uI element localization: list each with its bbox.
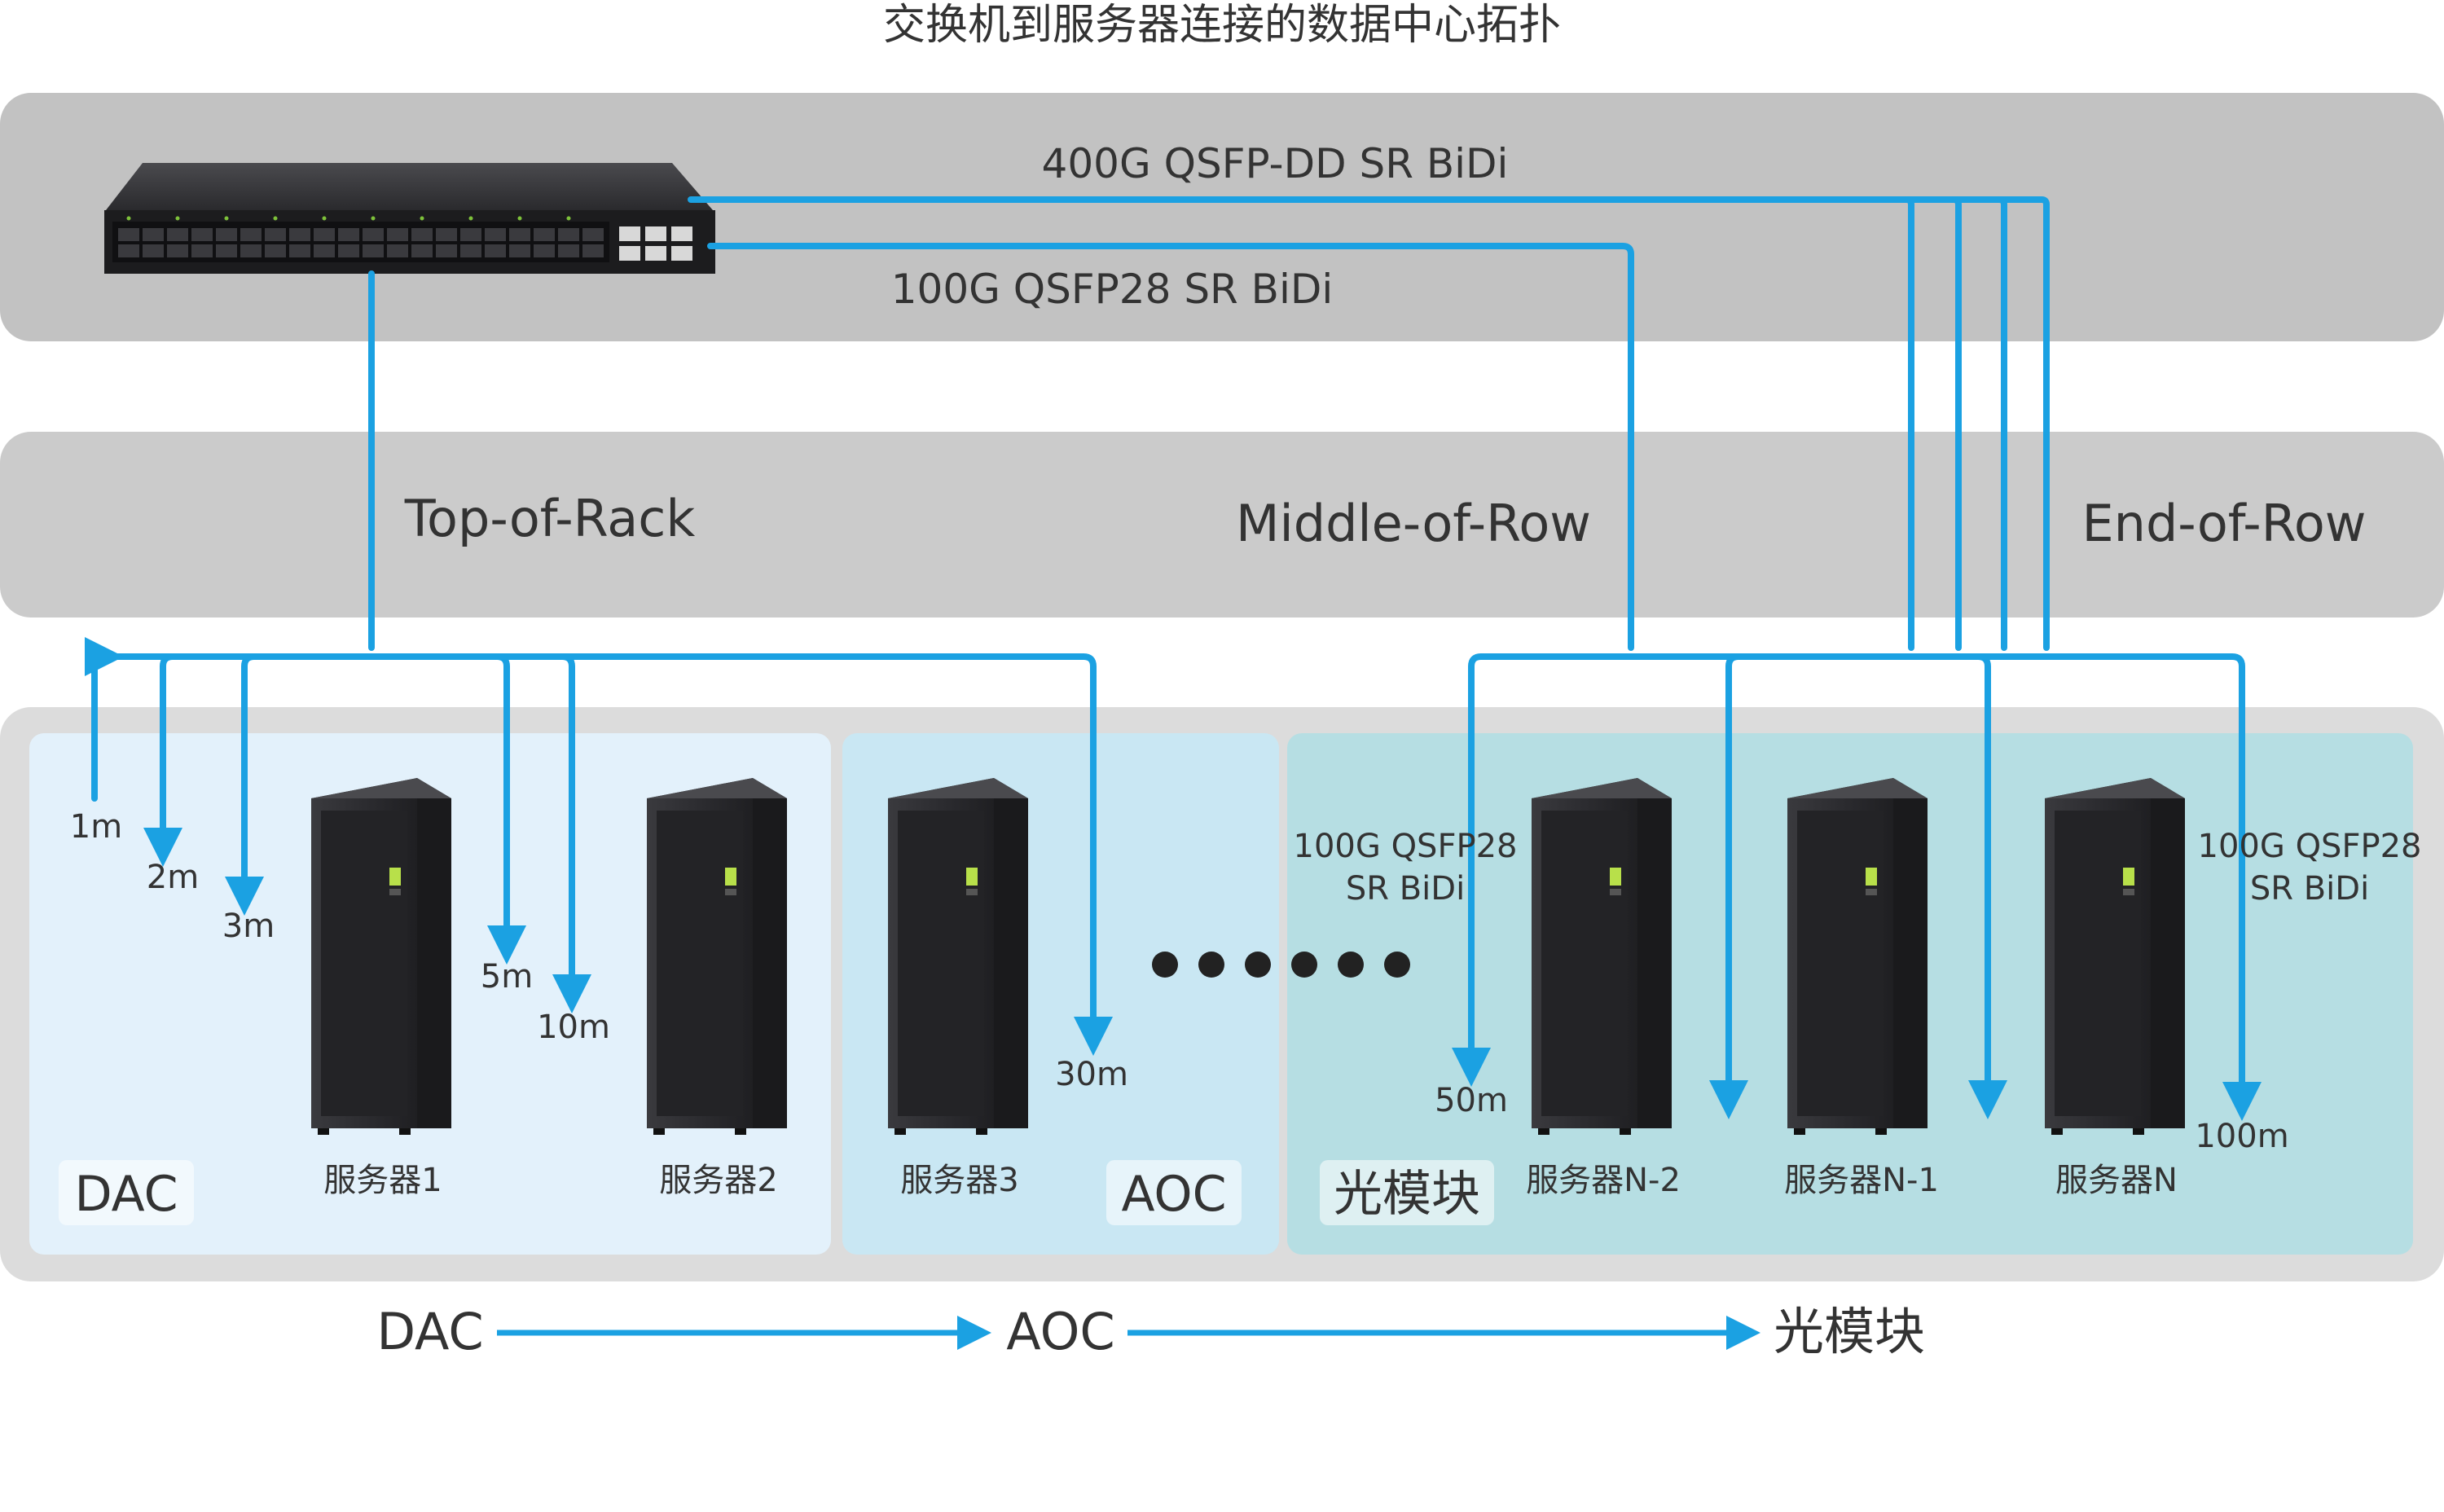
server-label-2: 服务器2 — [659, 1162, 777, 1199]
uplink-400g-label: 400G QSFP-DD SR BiDi — [1042, 140, 1509, 187]
server-rack-icon — [2045, 778, 2185, 1135]
transceiver-note-left-line1: 100G QSFP28 — [1294, 828, 1518, 865]
distance-100m: 100m — [2195, 1118, 2288, 1155]
flow-step-optical: 光模块 — [1774, 1302, 1925, 1361]
link-10m — [552, 653, 591, 1013]
link-400g-trunk — [688, 196, 2050, 651]
transceiver-note-right-line2: SR BiDi — [2250, 870, 2369, 908]
zone-tag-aoc: AOC — [1121, 1166, 1226, 1223]
zone-tag-aoc-bg — [1106, 1160, 1242, 1225]
core-layer-band — [0, 93, 2444, 341]
flow-step-dac: DAC — [376, 1302, 483, 1361]
server-rack-icon — [888, 778, 1028, 1135]
server-label-n-1: 服务器N-1 — [1784, 1162, 1939, 1199]
aggregation-layer-band — [0, 432, 2444, 618]
link-server-n1 — [1968, 653, 2007, 1119]
server-label-n: 服务器N — [2055, 1162, 2178, 1199]
zone-tag-optical: 光模块 — [1334, 1166, 1480, 1223]
link-1m — [84, 637, 124, 802]
link-3m — [225, 653, 264, 916]
zone-tag-dac-bg — [59, 1160, 194, 1225]
fiber-links — [84, 196, 2262, 1121]
layer-label-top-of-rack: Top-of-Rack — [404, 489, 696, 548]
distance-2m: 2m — [147, 859, 199, 896]
link-30m — [101, 653, 1113, 1056]
layer-label-end-of-row: End-of-Row — [2081, 494, 2366, 553]
server-rack-icon — [647, 778, 787, 1135]
transceiver-note-left-line2: SR BiDi — [1346, 870, 1465, 908]
transceiver-note-right-line1: 100G QSFP28 — [2198, 828, 2422, 865]
distance-5m: 5m — [481, 958, 533, 996]
link-50m — [1452, 653, 1491, 1087]
zone-tag-dac: DAC — [74, 1166, 178, 1223]
link-400g-drop-1 — [1903, 196, 1914, 651]
server-rack-icon — [1532, 778, 1672, 1135]
uplink-100g-label: 100G QSFP28 SR BiDi — [891, 266, 1334, 313]
distance-10m: 10m — [537, 1009, 610, 1046]
link-400g-drop-2 — [1950, 196, 1962, 651]
flow-step-aoc: AOC — [1006, 1302, 1114, 1361]
layer-label-middle-of-row: Middle-of-Row — [1236, 494, 1591, 553]
link-2m — [143, 653, 182, 867]
link-100g-uplink — [707, 243, 1634, 651]
distance-1m: 1m — [70, 808, 122, 846]
distance-50m: 50m — [1435, 1082, 1508, 1119]
page-title: 交换机到服务器连接的数据中心拓扑 — [883, 1, 1561, 50]
link-server-n2 — [1709, 653, 1748, 1119]
server-rack-icon — [1787, 778, 1928, 1135]
zone-tag-optical-bg — [1320, 1160, 1494, 1225]
server-label-3: 服务器3 — [900, 1162, 1018, 1199]
distance-30m: 30m — [1055, 1056, 1128, 1093]
server-label-n-2: 服务器N-2 — [1526, 1162, 1681, 1199]
server-label-1: 服务器1 — [323, 1162, 442, 1199]
distance-3m: 3m — [222, 908, 275, 945]
link-eor-bus — [1478, 653, 2245, 1107]
link-5m — [487, 653, 526, 965]
server-rack-icon — [311, 778, 451, 1135]
network-switch-icon — [104, 163, 715, 274]
ellipsis-dots — [1152, 952, 1410, 978]
link-400g-drop-3 — [1996, 196, 2007, 651]
